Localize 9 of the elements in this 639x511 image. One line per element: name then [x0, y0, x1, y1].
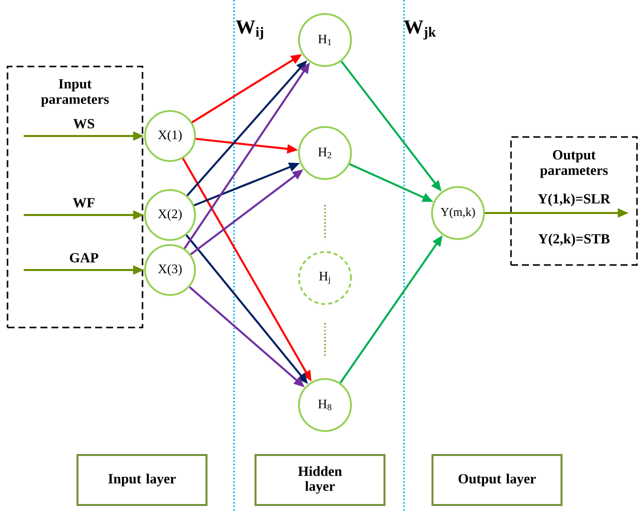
weight-label: W$_{jk}$ [404, 20, 436, 40]
edge-label: GAP [70, 253, 98, 262]
parameter-box: Output parameters Y(1,k)=SLR Y(2,k)=STB [510, 136, 638, 266]
layer-box: Input layer [76, 454, 208, 506]
edge-label: WS [73, 119, 94, 128]
weight-label: W$_{ij}$ [236, 20, 264, 40]
layer-box: Hidden layer [254, 454, 386, 506]
edge-label: WF [72, 198, 94, 208]
layer-box: Output layer [432, 454, 562, 506]
